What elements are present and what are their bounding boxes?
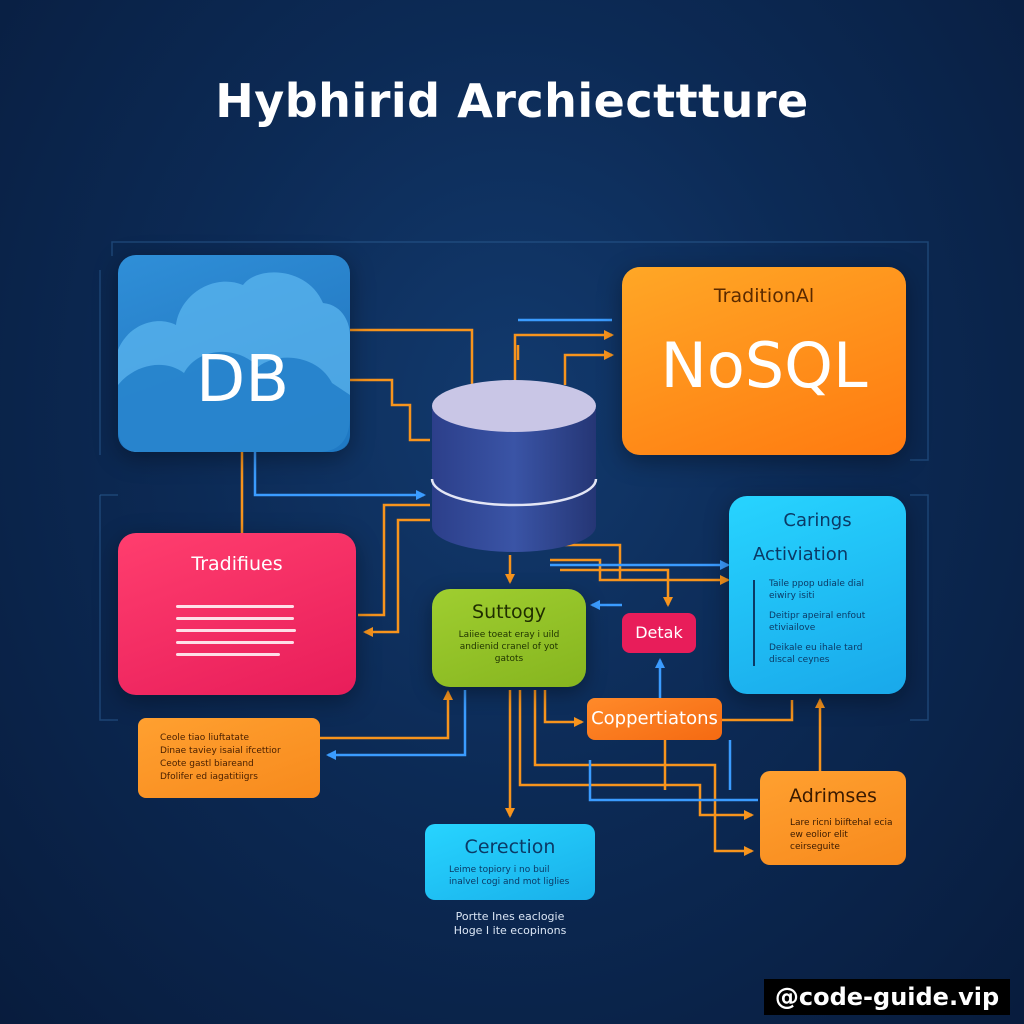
text-line: [176, 641, 294, 644]
list-item: Deitipr apeiral enfout etiviailove: [769, 611, 866, 633]
detak-label: Detak: [635, 623, 683, 642]
carings-subtitle: Activiation: [753, 544, 849, 565]
db-cloud-node[interactable]: DB: [118, 255, 350, 452]
coppertiatons-label: Coppertiatons: [591, 708, 718, 729]
cerection-node[interactable]: Cerection Leime topiory i no buil inalve…: [425, 824, 595, 900]
detak-node[interactable]: Detak: [622, 613, 696, 653]
carings-title: Carings: [783, 510, 852, 531]
adrimses-label: Adrimses: [789, 785, 877, 807]
list-item: Deikale eu ihale tard discal ceynes: [769, 643, 863, 665]
suttogy-text: Laiiee toeat eray i uild andienid cranel…: [458, 630, 560, 664]
suttogy-label: Suttogy: [472, 601, 546, 623]
coppertiatons-node[interactable]: Coppertiatons: [587, 698, 722, 740]
nosql-node[interactable]: TraditionAl NoSQL: [622, 267, 906, 455]
list-item: Taile ppop udiale dial eiwiry isiti: [769, 579, 864, 601]
watermark: @code-guide.vip: [764, 979, 1010, 1015]
nosql-label: NoSQL: [660, 329, 868, 402]
db-label: DB: [196, 343, 290, 417]
orange-list-node[interactable]: Ceole tiao liuftatate Dinae taviey isaia…: [138, 718, 320, 798]
list-item: Dinae taviey isaial ifcettior: [160, 746, 281, 756]
text-line: [176, 629, 296, 632]
list-rule: [753, 580, 755, 666]
text-line: [176, 653, 280, 656]
list-item: Dfolifer ed iagatitiigrs: [160, 772, 258, 782]
cerection-label: Cerection: [464, 836, 556, 858]
list-item: Ceole tiao liuftatate: [160, 733, 250, 743]
cloud-icon: [118, 272, 350, 452]
suttogy-node[interactable]: Suttogy Laiiee toeat eray i uild andieni…: [432, 589, 586, 687]
database-cylinder-icon: [430, 380, 598, 552]
adrimses-node[interactable]: Adrimses Lare ricni biiftehal ecia ew eo…: [760, 771, 906, 865]
text-line: [176, 617, 294, 620]
caption-line: Hoge I ite ecopinons: [453, 924, 567, 937]
list-item: Ceote gastl biareand: [160, 759, 254, 769]
text-line: [176, 605, 294, 608]
nosql-subtitle: TraditionAl: [713, 285, 815, 307]
tradifiues-label: Tradifiues: [191, 553, 283, 575]
cerection-text: Leime topiory i no buil inalvel cogi and…: [449, 865, 570, 887]
carings-node[interactable]: Carings Activiation Taile ppop udiale di…: [729, 496, 906, 694]
adrimses-text: Lare ricni biiftehal ecia ew eolior elit…: [790, 818, 893, 852]
diagram-title: Hybhirid Archiecttture: [215, 74, 809, 128]
tradifiues-node[interactable]: Tradifiues: [118, 533, 356, 695]
caption-line: Portte Ines eaclogie: [455, 910, 565, 923]
diagram-caption: Portte Ines eaclogie Hoge I ite ecopinon…: [420, 910, 600, 938]
